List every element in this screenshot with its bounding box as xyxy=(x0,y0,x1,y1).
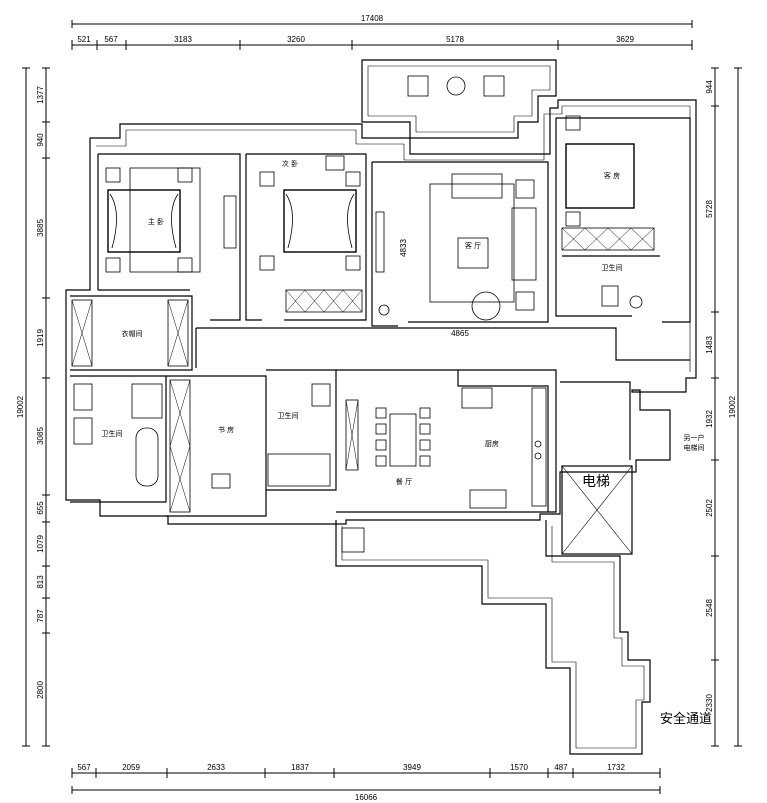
bath-2-fixtures xyxy=(267,383,331,487)
top-seg-label: 5178 xyxy=(446,35,464,44)
bottom-seg-label: 1570 xyxy=(510,763,528,772)
room-label-dining: 餐 厅 xyxy=(396,477,412,486)
living-furniture xyxy=(375,173,537,321)
right-total-label: 19002 xyxy=(728,395,737,418)
living-width-label: 4865 xyxy=(451,329,469,338)
right-seg-label: 1932 xyxy=(705,410,714,428)
top-seg-label: 3629 xyxy=(616,35,634,44)
room-label-safety-exit: 安全通道 xyxy=(660,711,712,727)
right-seg-label: 1483 xyxy=(705,336,714,354)
living-height-label: 4833 xyxy=(399,239,408,257)
balcony-chairs xyxy=(407,75,505,97)
right-seg-label: 2330 xyxy=(705,694,714,712)
top-seg-label: 567 xyxy=(104,35,118,44)
left-seg-label: 1079 xyxy=(36,535,45,553)
bottom-seg-label: 2633 xyxy=(207,763,225,772)
study-shelves xyxy=(169,379,231,513)
right-seg-label: 5728 xyxy=(705,200,714,218)
second-bed xyxy=(259,155,363,313)
room-label-guest-room: 客 房 xyxy=(604,171,620,180)
top-seg-label: 3183 xyxy=(174,35,192,44)
room-label-master-bedroom: 主 卧 xyxy=(148,217,164,226)
safety-corridor-walls xyxy=(335,520,651,755)
upper-outer-wall xyxy=(65,99,697,525)
master-bath-fixtures xyxy=(73,383,163,487)
bottom-seg-label: 1837 xyxy=(291,763,309,772)
wardrobe-cabinets xyxy=(71,299,189,367)
guest-bed xyxy=(561,115,655,251)
left-seg-label: 3885 xyxy=(36,219,45,237)
bottom-total-label: 16066 xyxy=(355,793,378,802)
room-label-shaft-a: 另一户 xyxy=(684,433,705,442)
room-label-bath-2: 卫生间 xyxy=(278,411,299,420)
top-seg-label: 521 xyxy=(77,35,91,44)
right-seg-label: 944 xyxy=(705,80,714,94)
living-walls xyxy=(372,161,549,323)
washer xyxy=(341,527,365,553)
room-label-elevator: 电梯 xyxy=(582,474,610,490)
balcony-outline xyxy=(361,59,557,139)
room-label-study: 书 房 xyxy=(218,425,234,434)
elevator-shaft xyxy=(561,465,633,555)
room-label-shaft-b: 电梯间 xyxy=(684,443,705,452)
room-label-second-bedroom: 次 卧 xyxy=(282,159,298,168)
bottom-seg-label: 2059 xyxy=(122,763,140,772)
dining-table xyxy=(345,399,431,471)
guest-room-walls xyxy=(556,117,691,323)
bottom-seg-label: 567 xyxy=(77,763,91,772)
room-label-guest-bath: 卫生间 xyxy=(602,263,623,272)
room-label-master-bath: 卫生间 xyxy=(102,429,123,438)
right-seg-label: 2548 xyxy=(705,599,714,617)
dining-kitchen-walls xyxy=(336,369,557,513)
bottom-seg-label: 487 xyxy=(554,763,568,772)
left-seg-label: 655 xyxy=(36,501,45,515)
left-seg-label: 3085 xyxy=(36,427,45,445)
left-seg-label: 2800 xyxy=(36,681,45,699)
bottom-seg-label: 1732 xyxy=(607,763,625,772)
guest-bath-fixtures xyxy=(601,285,643,309)
room-label-living: 客 厅 xyxy=(465,241,481,250)
bath-2-walls xyxy=(266,369,337,491)
top-total-label: 17408 xyxy=(361,14,384,23)
left-seg-label: 813 xyxy=(36,575,45,589)
left-seg-label: 940 xyxy=(36,133,45,147)
room-label-kitchen: 厨房 xyxy=(485,439,499,448)
kitchen-counter xyxy=(461,387,547,509)
left-seg-label: 787 xyxy=(36,609,45,623)
master-bed xyxy=(105,167,237,273)
master-bath-walls xyxy=(70,375,167,503)
left-total-label: 19002 xyxy=(16,395,25,418)
top-seg-label: 3260 xyxy=(287,35,305,44)
study-walls xyxy=(166,375,267,517)
right-seg-label: 2502 xyxy=(705,499,714,517)
wardrobe-walls xyxy=(70,295,193,371)
left-seg-label: 1919 xyxy=(36,329,45,347)
master-bedroom-walls xyxy=(98,153,241,321)
walls xyxy=(65,59,697,755)
left-seg-label: 1377 xyxy=(36,86,45,104)
bottom-seg-label: 3949 xyxy=(403,763,421,772)
second-bedroom-walls xyxy=(246,153,367,321)
room-label-wardrobe: 衣帽间 xyxy=(122,329,143,338)
